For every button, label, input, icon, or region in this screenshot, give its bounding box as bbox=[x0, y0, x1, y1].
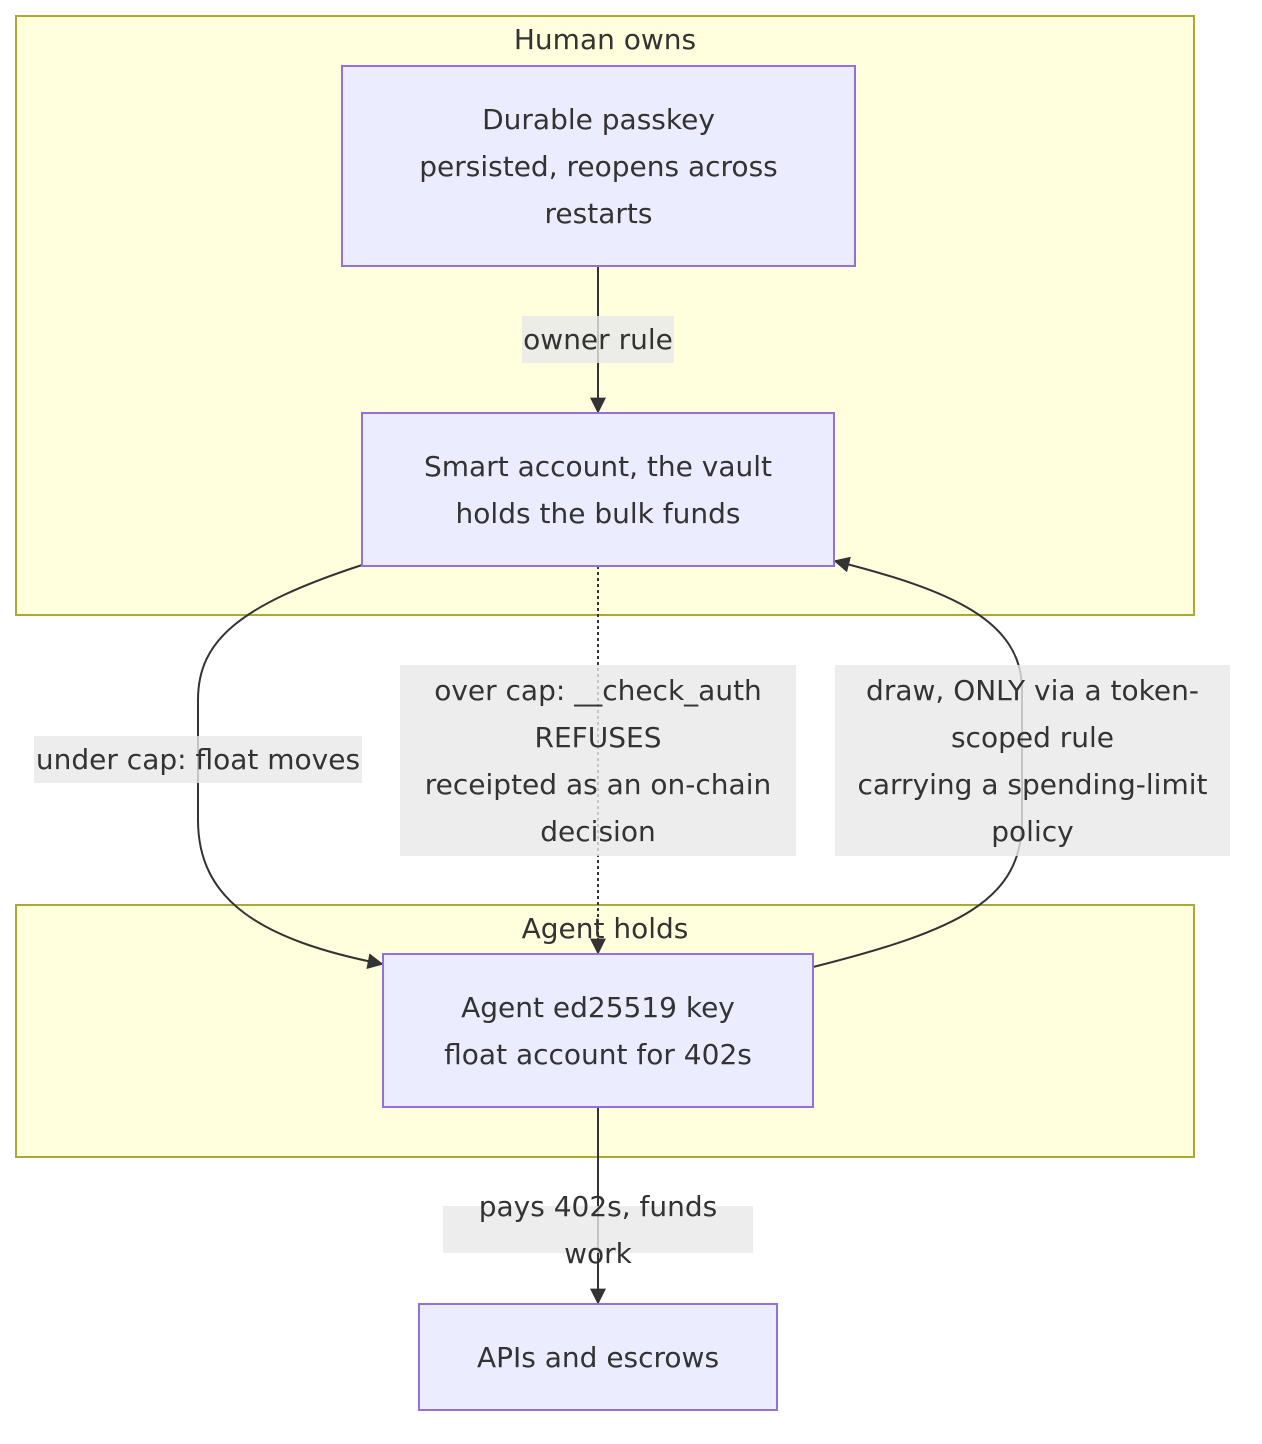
edge-label-line: draw, ONLY via a token- bbox=[866, 673, 1199, 707]
node-line: APIs and escrows bbox=[476, 1340, 720, 1374]
node-apis-escrows: APIs and escrows bbox=[418, 1303, 778, 1411]
node-smart-account: Smart account, the vault holds the bulk … bbox=[361, 412, 835, 567]
node-agent-key: Agent ed25519 key float account for 402s bbox=[382, 953, 814, 1108]
edge-label-line: pays 402s, funds work bbox=[478, 1189, 718, 1270]
edge-under-cap bbox=[197, 564, 384, 970]
edge-label-line: policy bbox=[991, 814, 1074, 848]
node-line: persisted, reopens across bbox=[419, 149, 778, 183]
edge-label-line: carrying a spending-limit bbox=[857, 767, 1208, 801]
edge-label-line: owner rule bbox=[523, 323, 673, 356]
edge-label-pays: pays 402s, funds work bbox=[443, 1190, 753, 1270]
cluster-title-human-owns: Human owns bbox=[513, 23, 697, 56]
edge-label-line: under cap: float moves bbox=[35, 743, 361, 776]
edge-label-line: receipted as an on-chain bbox=[424, 767, 772, 801]
edge-label-over-cap: over cap: __check_auth REFUSES receipted… bbox=[400, 665, 796, 856]
edge-label-draw: draw, ONLY via a token- scoped rule carr… bbox=[835, 665, 1230, 856]
edge-label-line: REFUSES bbox=[534, 720, 662, 754]
edge-label-line: decision bbox=[540, 814, 656, 848]
node-line: float account for 402s bbox=[444, 1037, 752, 1071]
node-line: restarts bbox=[544, 196, 653, 230]
edge-label-owner-rule: owner rule bbox=[522, 316, 674, 363]
node-line: Smart account, the vault bbox=[423, 449, 773, 483]
node-durable-passkey: Durable passkey persisted, reopens acros… bbox=[341, 65, 856, 267]
edge-label-line: scoped rule bbox=[950, 720, 1115, 754]
node-line: holds the bulk funds bbox=[455, 496, 741, 530]
node-line: Agent ed25519 key bbox=[461, 990, 735, 1024]
node-line: Durable passkey bbox=[482, 102, 715, 136]
edge-label-line: over cap: __check_auth bbox=[434, 673, 762, 707]
edge-label-under-cap: under cap: float moves bbox=[34, 736, 362, 783]
